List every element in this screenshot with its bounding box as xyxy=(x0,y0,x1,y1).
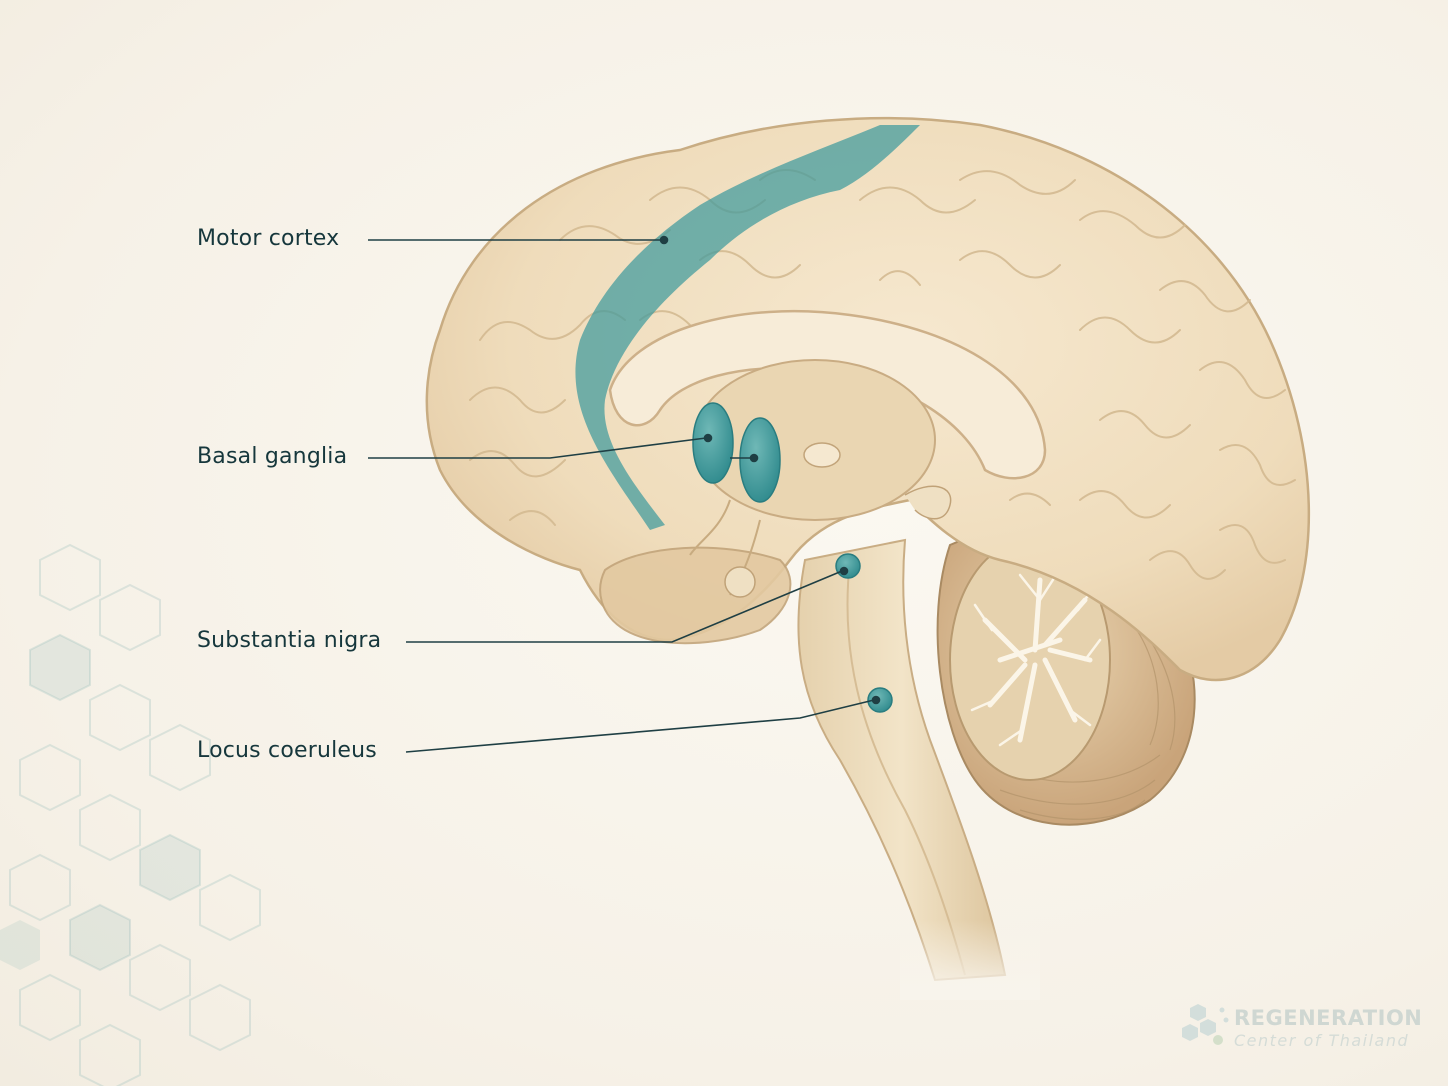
logo: REGENERATION Center of Thailand xyxy=(1180,1004,1423,1056)
basal-ganglia-highlight-2 xyxy=(739,417,781,503)
pineal-body xyxy=(803,442,841,468)
leader-locus-coeruleus xyxy=(405,699,875,753)
corpus-callosum xyxy=(608,309,1047,480)
background-hexagon-fill xyxy=(0,635,200,970)
leader-lines xyxy=(368,235,881,753)
substantia-nigra-highlight xyxy=(835,553,861,579)
temporal-lobe xyxy=(599,546,792,645)
label-locus-coeruleus: Locus coeruleus xyxy=(197,738,377,763)
logo-subtitle: Center of Thailand xyxy=(1234,1031,1410,1050)
basal-ganglia-highlight-1 xyxy=(692,402,734,484)
leader-basal-ganglia xyxy=(368,437,707,459)
label-substantia-nigra: Substantia nigra xyxy=(197,628,382,653)
logo-title: REGENERATION xyxy=(1234,1006,1423,1030)
leader-substantia-nigra xyxy=(406,570,843,643)
label-motor-cortex: Motor cortex xyxy=(197,226,340,251)
label-basal-ganglia: Basal ganglia xyxy=(197,444,348,469)
motor-cortex-highlight xyxy=(575,125,920,530)
logo-hex-icon xyxy=(1182,1004,1229,1045)
background-hexagon-pattern xyxy=(9,543,261,1086)
